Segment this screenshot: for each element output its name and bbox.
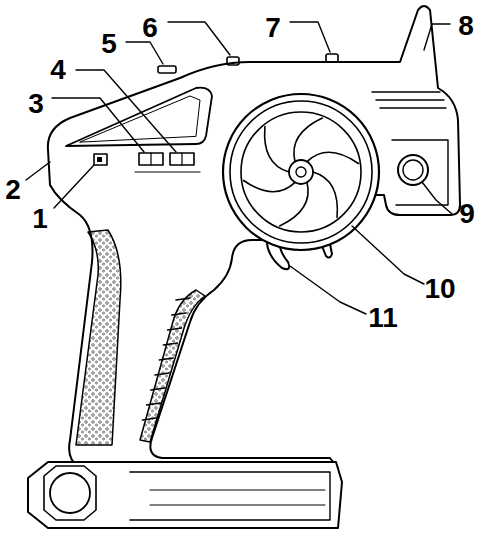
front-grip bbox=[140, 290, 205, 442]
knob bbox=[398, 155, 428, 185]
grip-texture bbox=[76, 230, 121, 445]
wheel-spoke bbox=[313, 172, 337, 217]
finger-slot bbox=[159, 358, 173, 360]
wheel-spoke bbox=[244, 181, 295, 192]
top-button bbox=[326, 54, 338, 62]
callout-number: 9 bbox=[459, 200, 475, 228]
housing-outline bbox=[48, 6, 460, 468]
finger-slot bbox=[147, 403, 161, 405]
callout-number: 5 bbox=[101, 30, 117, 58]
finger-slots bbox=[142, 298, 190, 420]
callout-number: 1 bbox=[32, 205, 48, 233]
finger-slot bbox=[151, 388, 165, 390]
top-button bbox=[227, 57, 239, 65]
display bbox=[66, 88, 212, 146]
callout-number: 3 bbox=[28, 90, 44, 118]
steering-wheel bbox=[223, 94, 379, 250]
leader-lines bbox=[26, 22, 452, 314]
wheel-spoke bbox=[265, 127, 289, 172]
callout-number: 2 bbox=[5, 176, 21, 204]
finger-slot bbox=[155, 373, 169, 375]
finger-slot bbox=[176, 298, 190, 300]
callout-number: 6 bbox=[142, 14, 158, 42]
wheel-spoke bbox=[307, 152, 358, 163]
callout-number: 11 bbox=[368, 304, 398, 332]
callout-number: 8 bbox=[458, 12, 474, 40]
finger-slot bbox=[172, 313, 186, 315]
finger-slot bbox=[142, 418, 156, 420]
finger-slot bbox=[168, 328, 182, 330]
trim-switch bbox=[139, 153, 163, 165]
switch bbox=[94, 154, 107, 165]
top-button bbox=[158, 66, 176, 73]
finger-slot bbox=[163, 343, 177, 345]
trim-switch bbox=[170, 153, 194, 165]
callout-number: 10 bbox=[424, 275, 455, 303]
callout-number: 7 bbox=[265, 14, 281, 42]
base bbox=[28, 462, 342, 528]
callout-number: 4 bbox=[50, 56, 66, 84]
